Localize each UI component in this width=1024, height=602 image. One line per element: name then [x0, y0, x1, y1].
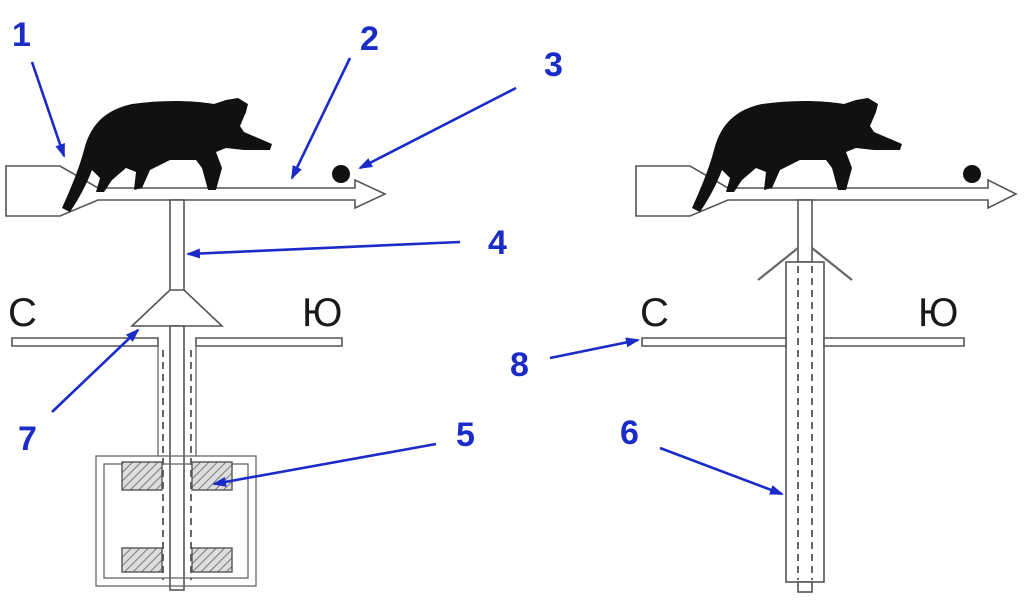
cone-cap-left	[129, 289, 225, 327]
callout-arrow-1	[30, 61, 66, 158]
bearing-bottom-right	[191, 547, 233, 573]
callout-number-4: 4	[488, 224, 507, 262]
callout-arrow-2	[290, 57, 352, 180]
tube-right	[785, 261, 825, 583]
vane-tail-left	[5, 165, 387, 217]
roof-plate-left	[11, 337, 343, 347]
direction-north-left: С	[8, 291, 37, 335]
bearing-housing	[95, 455, 257, 587]
callouts: 1 2 3 4 5 6 7 8	[12, 16, 784, 496]
callout-arrow-7	[51, 328, 140, 413]
bearing-top-left	[121, 461, 163, 491]
bearing-bottom-left	[121, 547, 163, 573]
cat-silhouette-right	[692, 98, 902, 212]
callout-number-5: 5	[456, 416, 475, 454]
left-weathervane: С Ю	[5, 98, 387, 591]
vane-tail-right	[635, 165, 1018, 217]
callout-number-3: 3	[544, 46, 563, 84]
direction-south-left: Ю	[302, 291, 342, 335]
direction-north-right: С	[640, 291, 669, 335]
right-weathervane: С Ю	[635, 98, 1018, 593]
callout-arrow-8	[549, 337, 640, 360]
callout-number-2: 2	[360, 20, 379, 58]
bearing-top-right	[191, 461, 233, 491]
callout-arrow-6	[659, 446, 784, 496]
direction-south-right: Ю	[918, 291, 958, 335]
shaft-lower-left	[169, 325, 185, 591]
callout-number-6: 6	[620, 414, 639, 452]
cat-silhouette-left	[62, 98, 272, 212]
callout-arrow-4	[186, 240, 461, 259]
shaft-left	[169, 199, 185, 301]
shaft-right	[797, 199, 813, 263]
ball-left	[332, 165, 350, 183]
callout-arrow-3	[358, 86, 517, 170]
callout-number-8: 8	[510, 346, 529, 384]
roof-plate-right	[641, 337, 965, 347]
ball-right	[963, 165, 981, 183]
callout-number-1: 1	[12, 16, 31, 54]
callout-number-7: 7	[18, 420, 37, 458]
callout-arrow-5	[212, 442, 437, 487]
